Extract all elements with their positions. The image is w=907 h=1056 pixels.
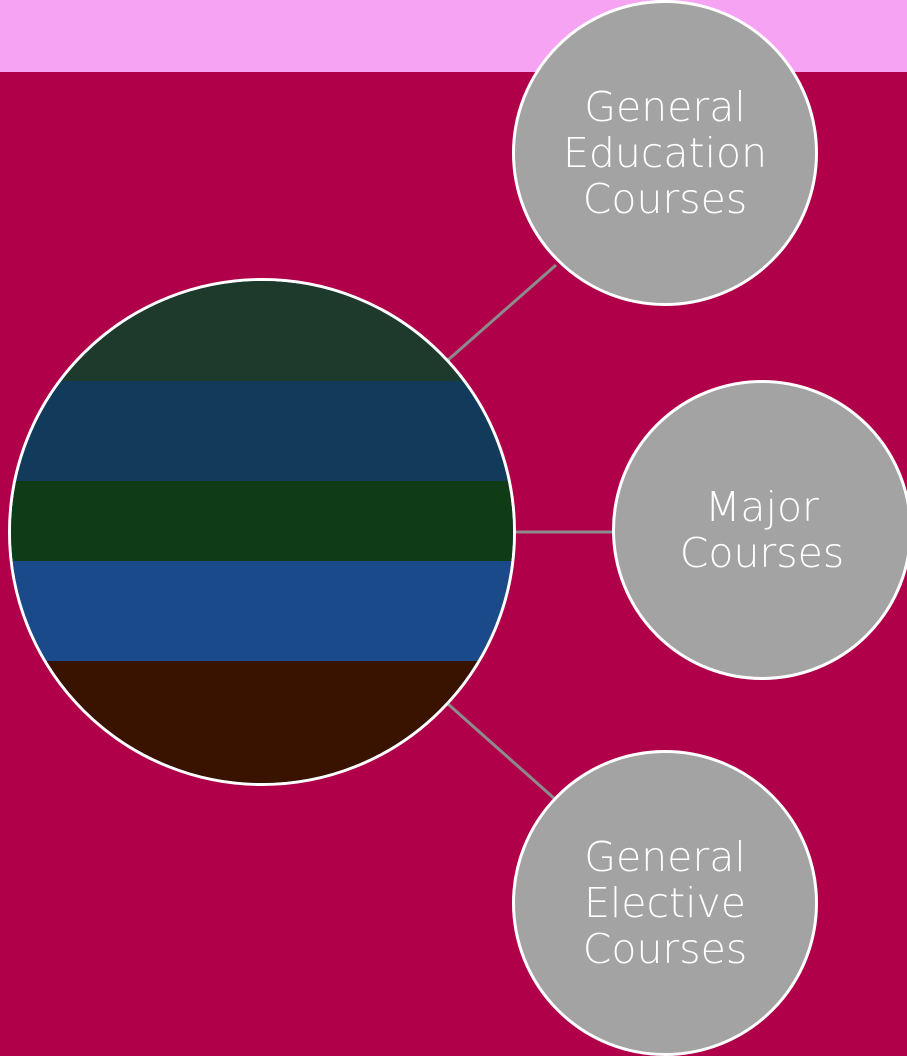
photo-band [11,281,513,381]
node-label: Major Courses [679,483,845,577]
node-general-elective-courses: General Elective Courses [512,750,818,1056]
hub-photo-circle [8,278,516,786]
photo-band [11,661,513,783]
node-general-education-courses: General Education Courses [512,0,818,306]
node-label: General Education Courses [562,83,768,223]
photo-band [11,381,513,481]
photo-band [11,561,513,661]
node-major-courses: Major Courses [612,380,907,680]
photo-band [11,481,513,561]
node-label: General Elective Courses [582,833,748,973]
